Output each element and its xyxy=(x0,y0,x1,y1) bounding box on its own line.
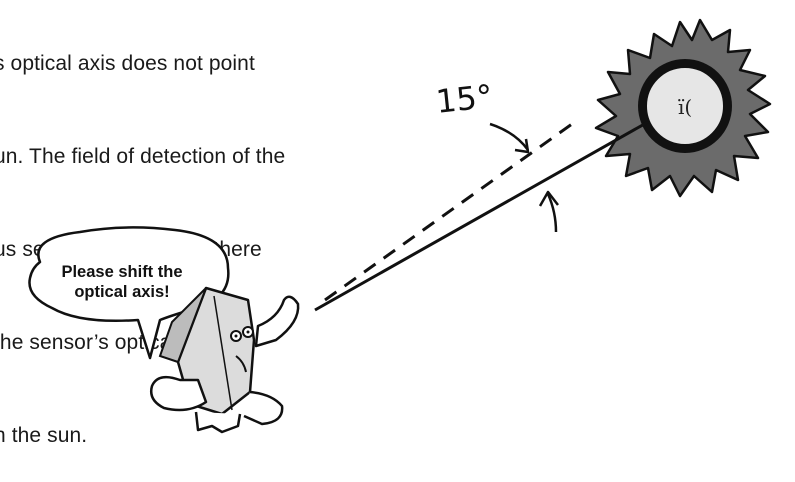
optical-axis-dashed-line xyxy=(325,124,572,300)
speech-bubble-line: optical axis! xyxy=(26,282,218,302)
sensor-arm-raised xyxy=(256,297,298,346)
sensor-arm-lower xyxy=(151,377,206,410)
sensor-pupil xyxy=(247,331,250,334)
sensor-base xyxy=(196,412,240,432)
angle-label: 15° xyxy=(434,77,494,121)
sun: ï( xyxy=(596,20,770,196)
sun-face-text: ï( xyxy=(678,95,692,119)
illustration: ï( xyxy=(0,0,795,434)
sensor-foot-right xyxy=(244,392,282,424)
speech-bubble-line: Please shift the xyxy=(26,262,218,282)
sensor-pupil xyxy=(235,335,238,338)
angle-arrow-upper xyxy=(490,124,528,150)
sun-direction-line xyxy=(315,122,648,310)
speech-bubble-text: Please shift the optical axis! xyxy=(26,262,218,302)
